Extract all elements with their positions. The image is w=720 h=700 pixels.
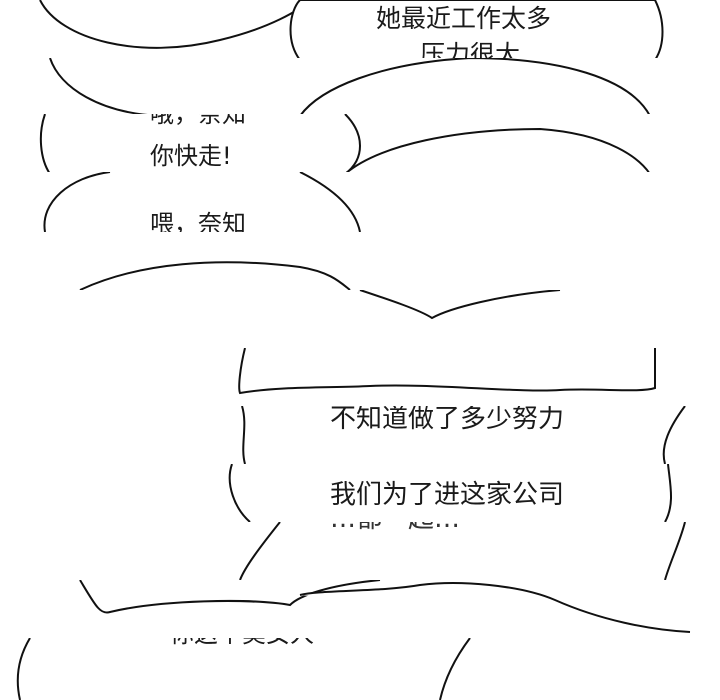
speech-bubble-text: 压力很大 — [420, 40, 521, 60]
comic-strip-4: 喂，奈知 — [0, 172, 720, 232]
speech-bubble-text: 哦，奈知 — [150, 114, 246, 128]
comic-strip-3: 哦，奈知 你快走! — [0, 114, 720, 174]
speech-bubble-outline — [359, 290, 561, 320]
speech-bubble-outline — [238, 348, 656, 395]
speech-bubble-outline — [79, 580, 691, 633]
comic-strip-11 — [0, 580, 720, 638]
comic-strip-12: 你这个臭女人 — [0, 638, 720, 700]
comic-strip-5 — [0, 232, 720, 290]
speech-bubble-text: …都一起… — [330, 522, 460, 532]
speech-bubble-outline — [39, 0, 664, 60]
comic-strip-2 — [0, 58, 720, 116]
comic-strip-9: 我们为了进这家公司 — [0, 464, 720, 522]
speech-bubble-outline — [16, 638, 471, 700]
comic-strip-10: …都一起… — [0, 522, 720, 580]
comic-strip-7 — [0, 348, 720, 406]
speech-bubble-text: 她最近工作太多 — [376, 4, 552, 33]
speech-bubble-outline — [39, 114, 651, 174]
speech-bubble-text: 你这个臭女人 — [170, 638, 314, 646]
speech-bubble-text: 喂，奈知 — [150, 210, 246, 232]
speech-bubble-outline — [241, 406, 686, 464]
speech-bubble-text: 我们为了进这家公司 — [330, 480, 565, 510]
speech-bubble-outline — [79, 261, 351, 290]
speech-bubble-outline — [43, 172, 361, 232]
comic-strip-6 — [0, 290, 720, 350]
comic-strip-1: 她最近工作太多 压力很大 — [0, 0, 720, 60]
speech-bubble-text: 不知道做了多少努力 — [330, 406, 565, 434]
comic-strip-8: 不知道做了多少努力 — [0, 406, 720, 464]
speech-bubble-outline — [228, 464, 672, 522]
speech-bubble-outline — [239, 522, 686, 580]
speech-bubble-text: 你快走! — [150, 142, 232, 170]
speech-bubble-outline — [49, 58, 651, 116]
